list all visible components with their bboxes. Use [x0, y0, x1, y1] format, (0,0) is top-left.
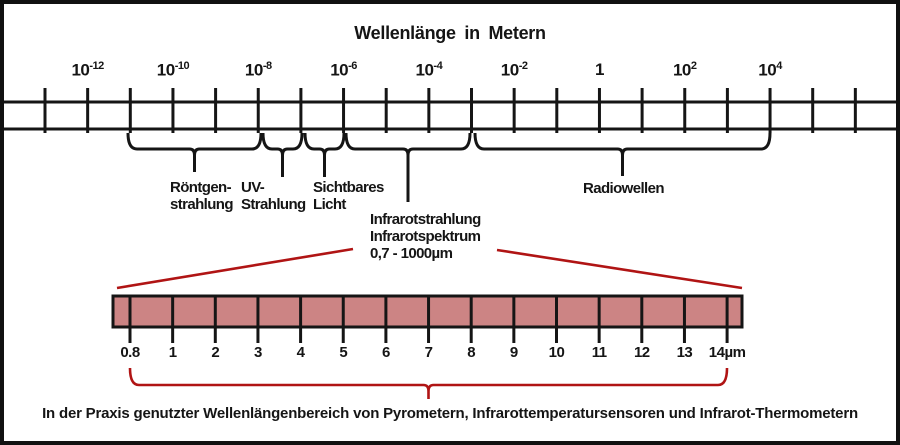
ir-bar-tick-label: 14µm	[708, 344, 746, 361]
label-radiowellen: Radiowellen	[583, 180, 665, 197]
zoom-line-left	[116, 247, 354, 290]
scale-tick-label: 10-12	[71, 60, 104, 81]
ir-bar-tick-label: 6	[381, 344, 390, 361]
scale-label-exponent: -12	[89, 60, 104, 72]
practical-range-brace	[128, 367, 729, 399]
ir-bar-tick-label: 7	[424, 344, 433, 361]
label-line: 0,7 - 1000µm	[370, 245, 453, 262]
scale-tick-label: 1	[595, 60, 604, 80]
ir-bar-tick-label: 3	[254, 344, 262, 361]
label-line: strahlung	[170, 196, 234, 213]
scale-label-exponent: -2	[518, 60, 528, 72]
diagram-title: Wellenlänge in Metern	[354, 23, 546, 43]
scale-label-base: 10	[330, 60, 349, 80]
label-line: Radiowellen	[583, 180, 665, 197]
scale-tick-label: 104	[758, 60, 782, 81]
zoom-line-right	[496, 248, 743, 290]
practical-range-caption: In der Praxis genutzter Wellenlängenbere…	[42, 405, 858, 422]
ir-bar-tick-label: 9	[509, 344, 518, 361]
ir-bar-tick-label: 5	[339, 344, 348, 361]
ir-bar-tick-label: 12	[633, 344, 650, 361]
ir-bar-tick-label: 8	[467, 344, 476, 361]
brace-sichtbares-licht	[303, 132, 346, 177]
scale-tick-label: 10-10	[156, 60, 190, 81]
label-line: Licht	[313, 196, 346, 213]
scale-label-exponent: 4	[776, 60, 782, 72]
ir-bar-tick-label: 1	[168, 344, 177, 361]
label-line: UV-	[241, 179, 265, 196]
brace-radiowellen	[473, 132, 772, 176]
scale-label-base: 10	[500, 60, 519, 80]
scale-label-base: 10	[415, 60, 434, 80]
label-roentgenstrahlung: Röntgen-strahlung	[170, 179, 234, 213]
scale-label-exponent: -8	[262, 60, 272, 72]
scale-label-exponent: 2	[690, 60, 697, 72]
brace-uv-strahlung	[261, 132, 304, 177]
ir-bar-tick-label: 10	[548, 344, 565, 361]
scale-label-base: 10	[71, 60, 90, 80]
scale-label-base: 10	[758, 60, 777, 80]
ir-bar-tick-label: 13	[676, 344, 693, 361]
scale-tick-label: 10-6	[330, 60, 357, 81]
ir-bar-tick-label: 0.8	[120, 344, 140, 361]
scale-label-base: 10	[672, 60, 691, 80]
label-line: Infrarotstrahlung	[370, 211, 481, 228]
brace-infrarotstrahlung	[344, 132, 472, 202]
scale-label-exponent: -6	[348, 60, 357, 72]
label-line: Sichtbares	[313, 179, 384, 196]
brace-roentgenstrahlung	[126, 132, 263, 172]
label-line: Infrarotspektrum	[370, 228, 481, 245]
label-line: Strahlung	[241, 196, 306, 213]
scale-tick-label: 10-4	[415, 60, 442, 81]
ir-bar-tick-label: 11	[591, 344, 607, 361]
scale-label-base: 1	[594, 60, 604, 79]
scale-tick-label: 10-8	[245, 60, 272, 81]
label-line: Röntgen-	[170, 179, 232, 196]
scale-label-base: 10	[156, 60, 175, 80]
scale-label-exponent: -10	[174, 60, 190, 72]
scale-label-exponent: -4	[433, 60, 443, 72]
scale-tick-label: 10-2	[501, 60, 528, 81]
ir-bar-tick-label: 2	[211, 344, 220, 361]
label-uv-strahlung: UV-Strahlung	[241, 179, 306, 213]
ir-bar-tick-label: 4	[296, 344, 305, 361]
scale-label-base: 10	[244, 60, 263, 80]
scale-tick-label: 102	[673, 60, 697, 81]
